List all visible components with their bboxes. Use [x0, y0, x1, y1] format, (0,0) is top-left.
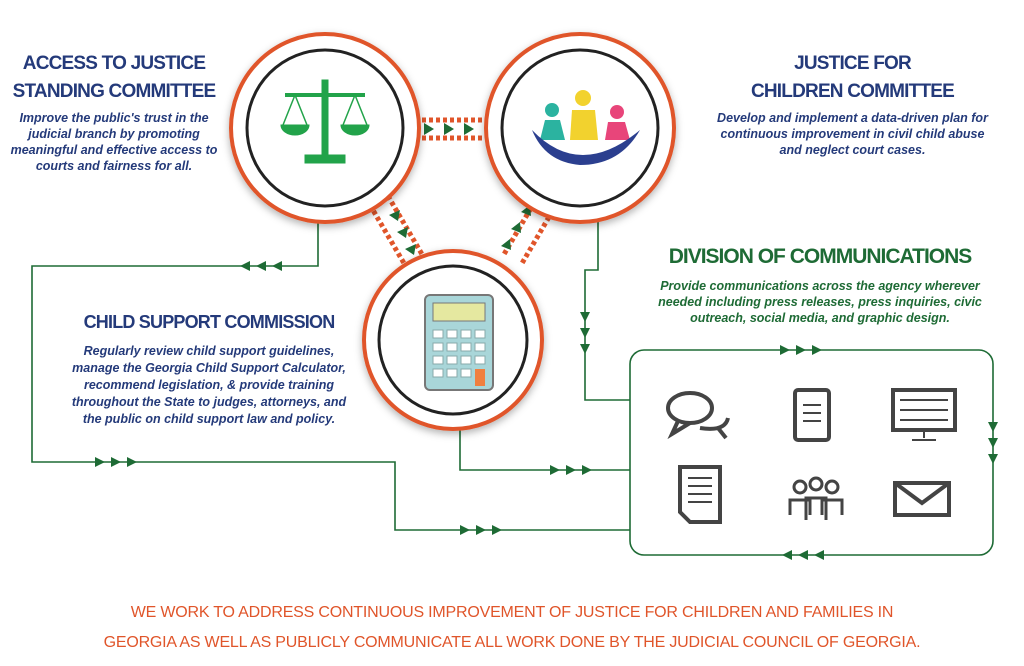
comms-title: DIVISION OF COMMUNICATIONS [668, 245, 973, 268]
calculator-icon [424, 294, 494, 391]
people-hands-icon [532, 90, 640, 165]
footer-line-1: WE WORK TO ADDRESS CONTINUOUS IMPROVEMEN… [130, 604, 894, 621]
access-section: ACCESS TO JUSTICE STANDING COMMITTEE Imp… [6, 50, 222, 174]
group-icon [788, 476, 844, 520]
support-description: Regularly review child support guideline… [71, 344, 347, 426]
comms-section: DIVISION OF COMMUNICATIONS Provide commu… [640, 240, 1000, 326]
connector-arrows [389, 123, 531, 255]
comms-description: Provide communications across the agency… [658, 279, 982, 325]
children-title-1: JUSTICE FOR [794, 53, 912, 74]
document-icon [678, 465, 722, 524]
footer-line-2: GEORGIA AS WELL AS PUBLICLY COMMUNICATE … [103, 634, 921, 651]
monitor-icon [891, 388, 957, 441]
access-description: Improve the public's trust in the judici… [10, 111, 218, 173]
children-section: JUSTICE FOR CHILDREN COMMITTEE Develop a… [710, 50, 995, 158]
footer-statement: WE WORK TO ADDRESS CONTINUOUS IMPROVEMEN… [12, 598, 1012, 658]
flow-lines [31, 222, 994, 556]
children-title-2: CHILDREN COMMITTEE [750, 81, 955, 102]
scales-icon [280, 79, 370, 164]
envelope-icon [893, 481, 951, 517]
access-title-2: STANDING COMMITTEE [12, 81, 216, 102]
tablet-icon [793, 388, 831, 442]
support-title: CHILD SUPPORT COMMISSION [83, 312, 336, 332]
flow-arrows [95, 261, 998, 560]
chat-bubbles-icon [666, 391, 730, 440]
support-section: CHILD SUPPORT COMMISSION Regularly revie… [62, 307, 356, 428]
access-title-1: ACCESS TO JUSTICE [22, 53, 206, 74]
children-description: Develop and implement a data-driven plan… [717, 111, 988, 157]
